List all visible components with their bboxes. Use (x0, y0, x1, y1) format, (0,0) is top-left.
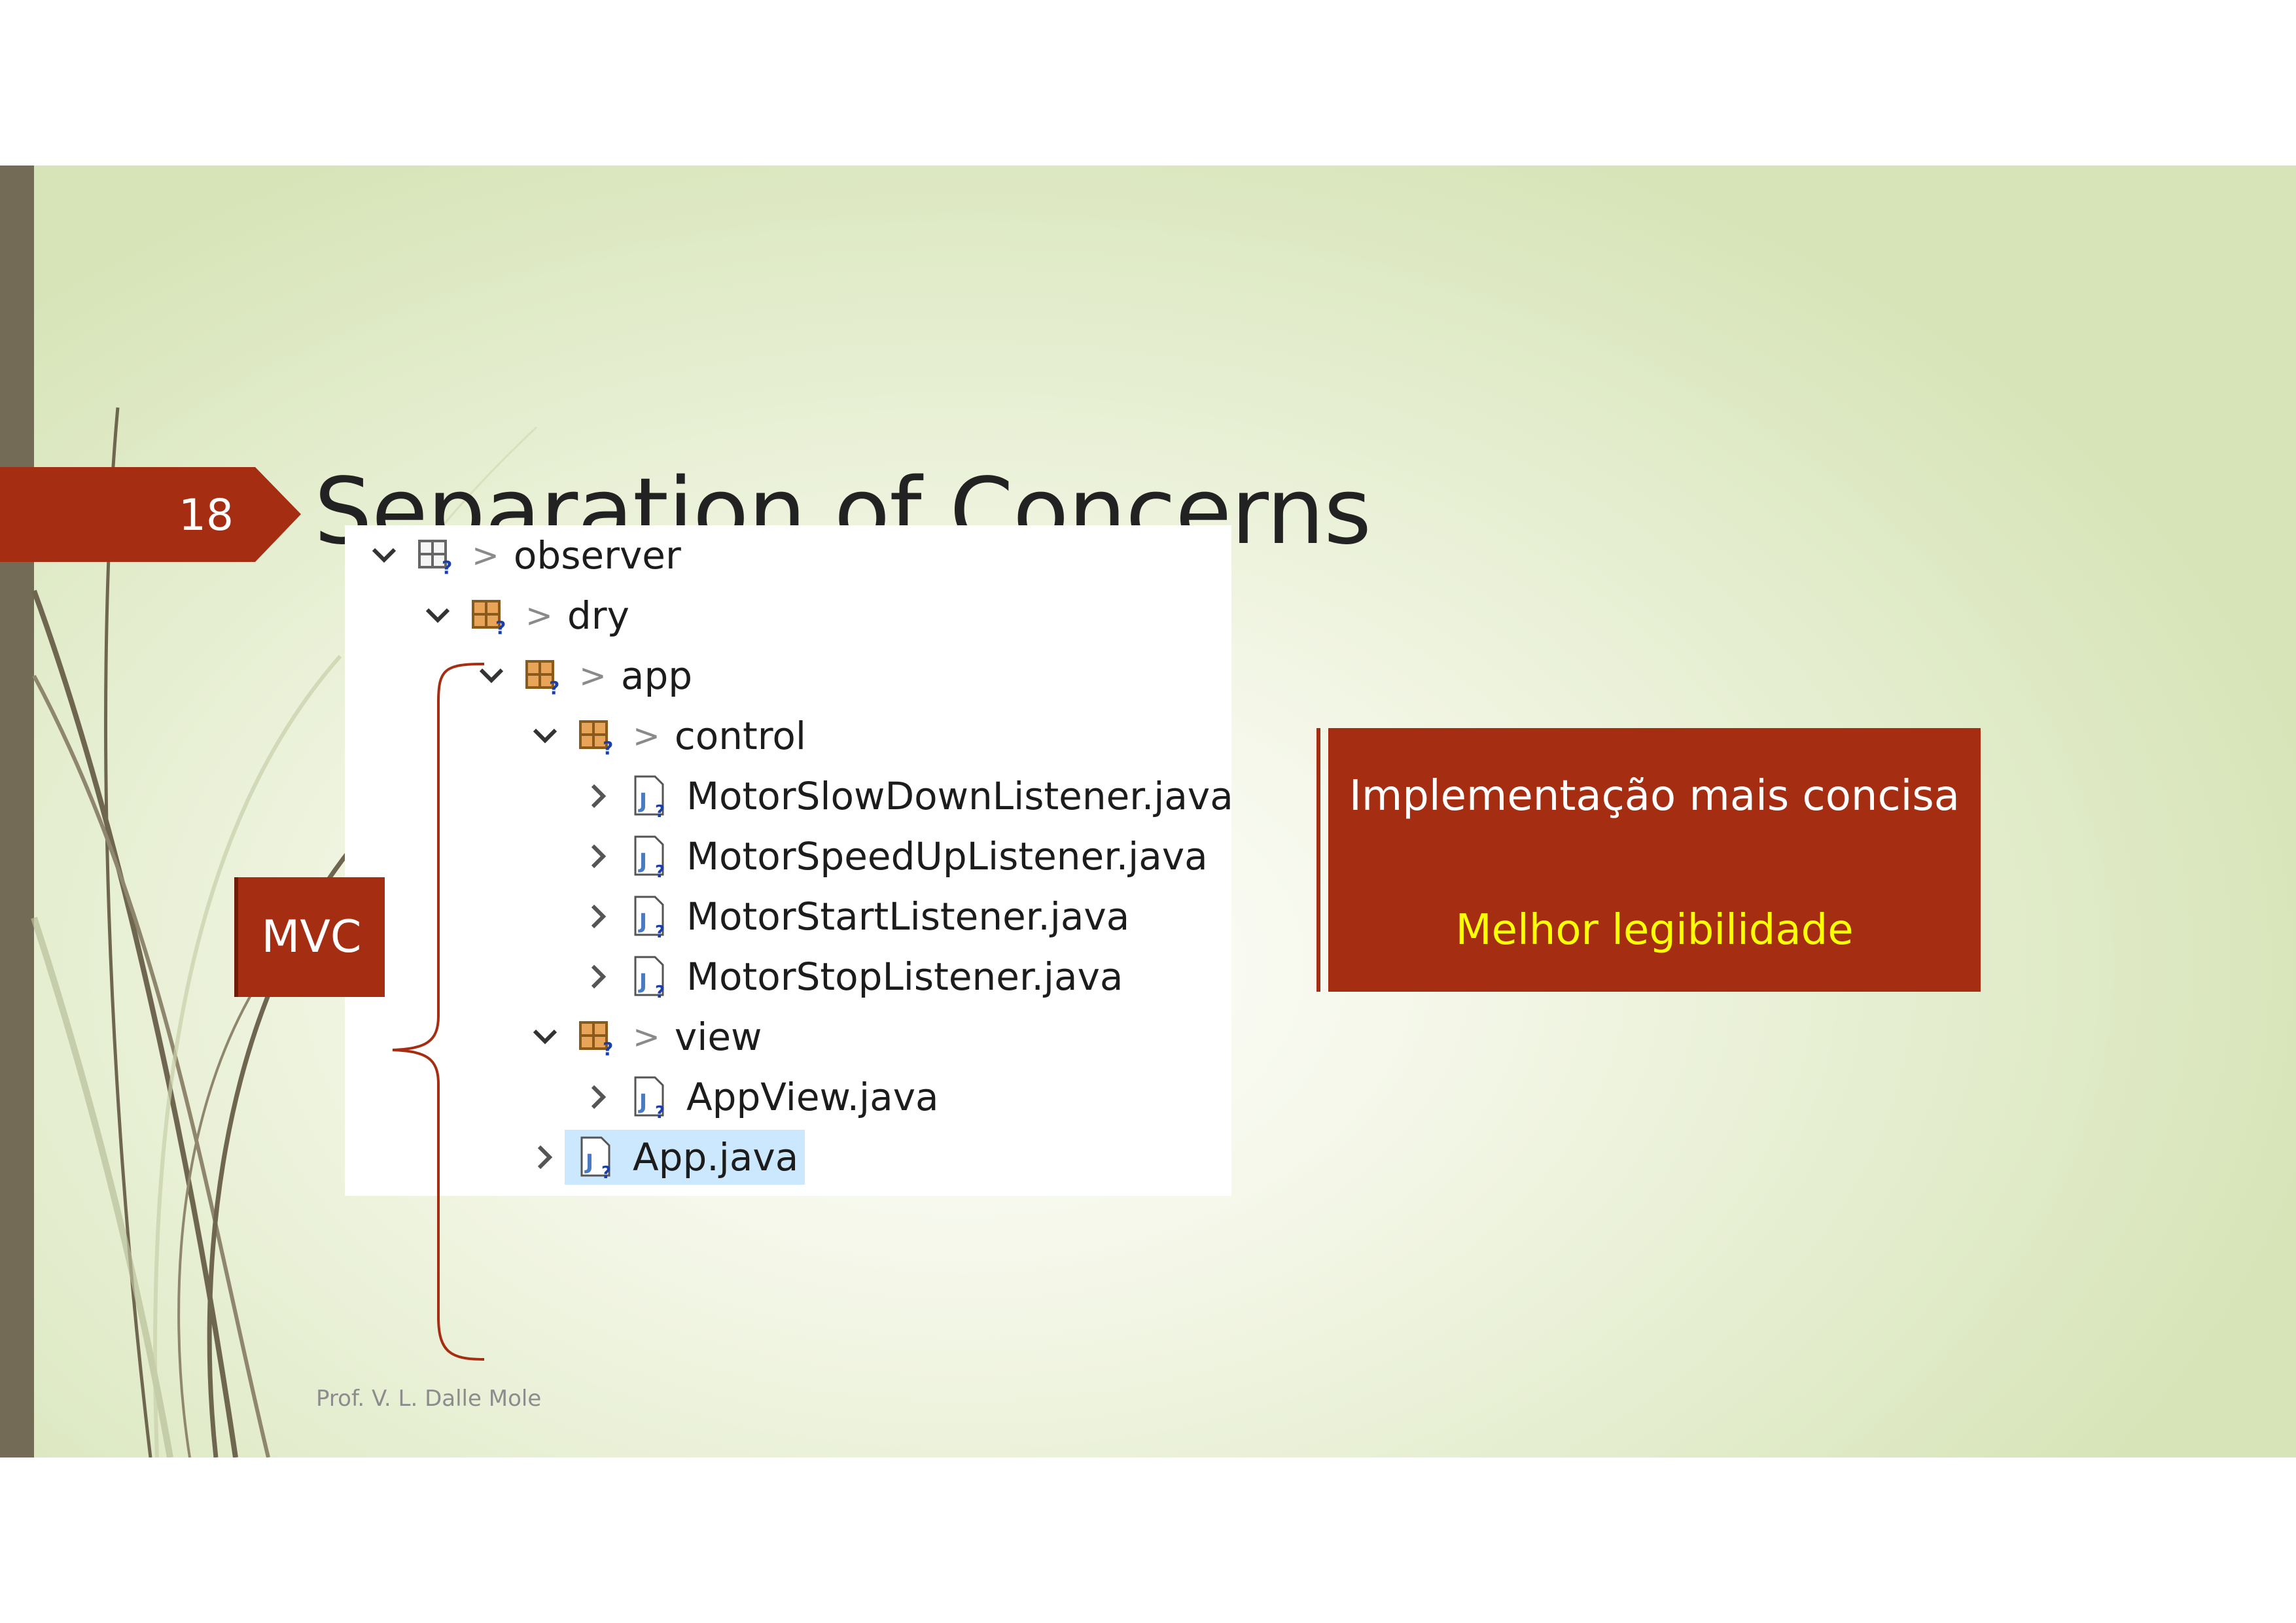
mvc-label: MVC (234, 877, 385, 997)
svg-text:?: ? (603, 737, 613, 757)
java-file-icon: J? (630, 1073, 677, 1121)
chevron-down-icon[interactable] (525, 1017, 565, 1056)
callout-accent-line (1316, 728, 1320, 992)
tree-node-dry[interactable]: ? > dry (418, 585, 629, 646)
git-prefix: > (525, 597, 553, 635)
svg-text:?: ? (655, 802, 665, 818)
tree-node-app-view[interactable]: J? AppView.java (579, 1067, 939, 1127)
tree-node-control[interactable]: ? > control (525, 706, 806, 766)
left-accent-bar (0, 166, 34, 1457)
tree-node-app-java[interactable]: J? App.java (525, 1127, 805, 1187)
chevron-right-icon[interactable] (579, 957, 618, 996)
package-icon: ? (415, 532, 463, 579)
svg-text:J: J (638, 1089, 647, 1114)
slide-number: 18 (179, 490, 234, 540)
tree-node-label: AppView.java (686, 1075, 939, 1119)
java-file-icon: J? (630, 773, 677, 820)
slide-footer: Prof. V. L. Dalle Mole (316, 1386, 542, 1412)
svg-text:?: ? (655, 922, 665, 939)
svg-text:J: J (584, 1149, 593, 1174)
chevron-right-icon[interactable] (579, 777, 618, 816)
tree-node-app[interactable]: ? > app (472, 646, 692, 706)
selected-row-highlight: J? App.java (565, 1130, 805, 1185)
git-prefix: > (579, 657, 607, 695)
tree-node-label: App.java (633, 1135, 799, 1179)
slide-number-arrow (0, 467, 301, 562)
svg-text:?: ? (655, 1103, 665, 1119)
tree-node-label: MotorSlowDownListener.java (686, 774, 1233, 818)
package-icon: ? (576, 1013, 624, 1060)
package-explorer-tree: ? > observer ? > dry ? > app ? > control… (345, 525, 1233, 1196)
java-file-icon: J? (630, 953, 677, 1000)
chevron-right-icon[interactable] (525, 1138, 565, 1177)
svg-text:J: J (638, 909, 647, 934)
tree-node-label: view (674, 1015, 762, 1059)
tree-node-label: MotorStartListener.java (686, 894, 1130, 939)
tree-node-label: MotorSpeedUpListener.java (686, 834, 1208, 879)
tree-node-label: control (674, 714, 806, 758)
svg-text:?: ? (495, 617, 506, 637)
mvc-bracket (392, 663, 484, 1361)
tree-node-motor-start-listener[interactable]: J? MotorStartListener.java (579, 886, 1129, 947)
package-icon: ? (576, 712, 624, 759)
callout-main-text: Implementação mais concisa (1349, 772, 1960, 820)
chevron-right-icon[interactable] (579, 837, 618, 876)
tree-node-motor-stop-listener[interactable]: J? MotorStopListener.java (579, 947, 1123, 1007)
tree-node-observer[interactable]: ? > observer (364, 525, 681, 585)
tree-node-label: MotorStopListener.java (686, 954, 1123, 999)
svg-text:?: ? (601, 1163, 611, 1179)
slide: 18 Separation of Concerns ? > observer ?… (0, 166, 2296, 1457)
chevron-right-icon[interactable] (579, 897, 618, 936)
java-file-icon: J? (630, 833, 677, 880)
callout-box: Implementação mais concisa Melhor legibi… (1328, 728, 1981, 992)
svg-text:?: ? (442, 557, 452, 576)
svg-text:J: J (638, 848, 647, 873)
tree-node-motor-speed-up-listener[interactable]: J? MotorSpeedUpListener.java (579, 826, 1208, 886)
svg-text:?: ? (549, 677, 559, 697)
package-icon: ? (523, 652, 570, 699)
chevron-down-icon[interactable] (525, 716, 565, 756)
chevron-down-icon[interactable] (418, 596, 457, 635)
git-prefix: > (472, 536, 499, 574)
java-file-icon: J? (630, 893, 677, 940)
tree-node-motor-slow-down-listener[interactable]: J? MotorSlowDownListener.java (579, 766, 1233, 826)
tree-node-label: app (620, 654, 693, 698)
svg-text:J: J (638, 969, 647, 994)
svg-text:?: ? (655, 983, 665, 999)
svg-text:?: ? (655, 862, 665, 879)
tree-node-view[interactable]: ? > view (525, 1007, 762, 1067)
tree-node-label: dry (567, 593, 629, 638)
git-prefix: > (633, 1018, 660, 1056)
git-prefix: > (633, 717, 660, 755)
chevron-down-icon[interactable] (472, 656, 511, 695)
package-icon: ? (469, 592, 516, 639)
svg-text:?: ? (603, 1038, 613, 1058)
chevron-right-icon[interactable] (579, 1077, 618, 1117)
java-file-icon: J? (576, 1134, 624, 1181)
callout-accent-text: Melhor legibilidade (1455, 906, 1854, 954)
tree-node-label: observer (513, 533, 681, 578)
chevron-down-icon[interactable] (364, 536, 404, 575)
svg-text:J: J (638, 788, 647, 813)
